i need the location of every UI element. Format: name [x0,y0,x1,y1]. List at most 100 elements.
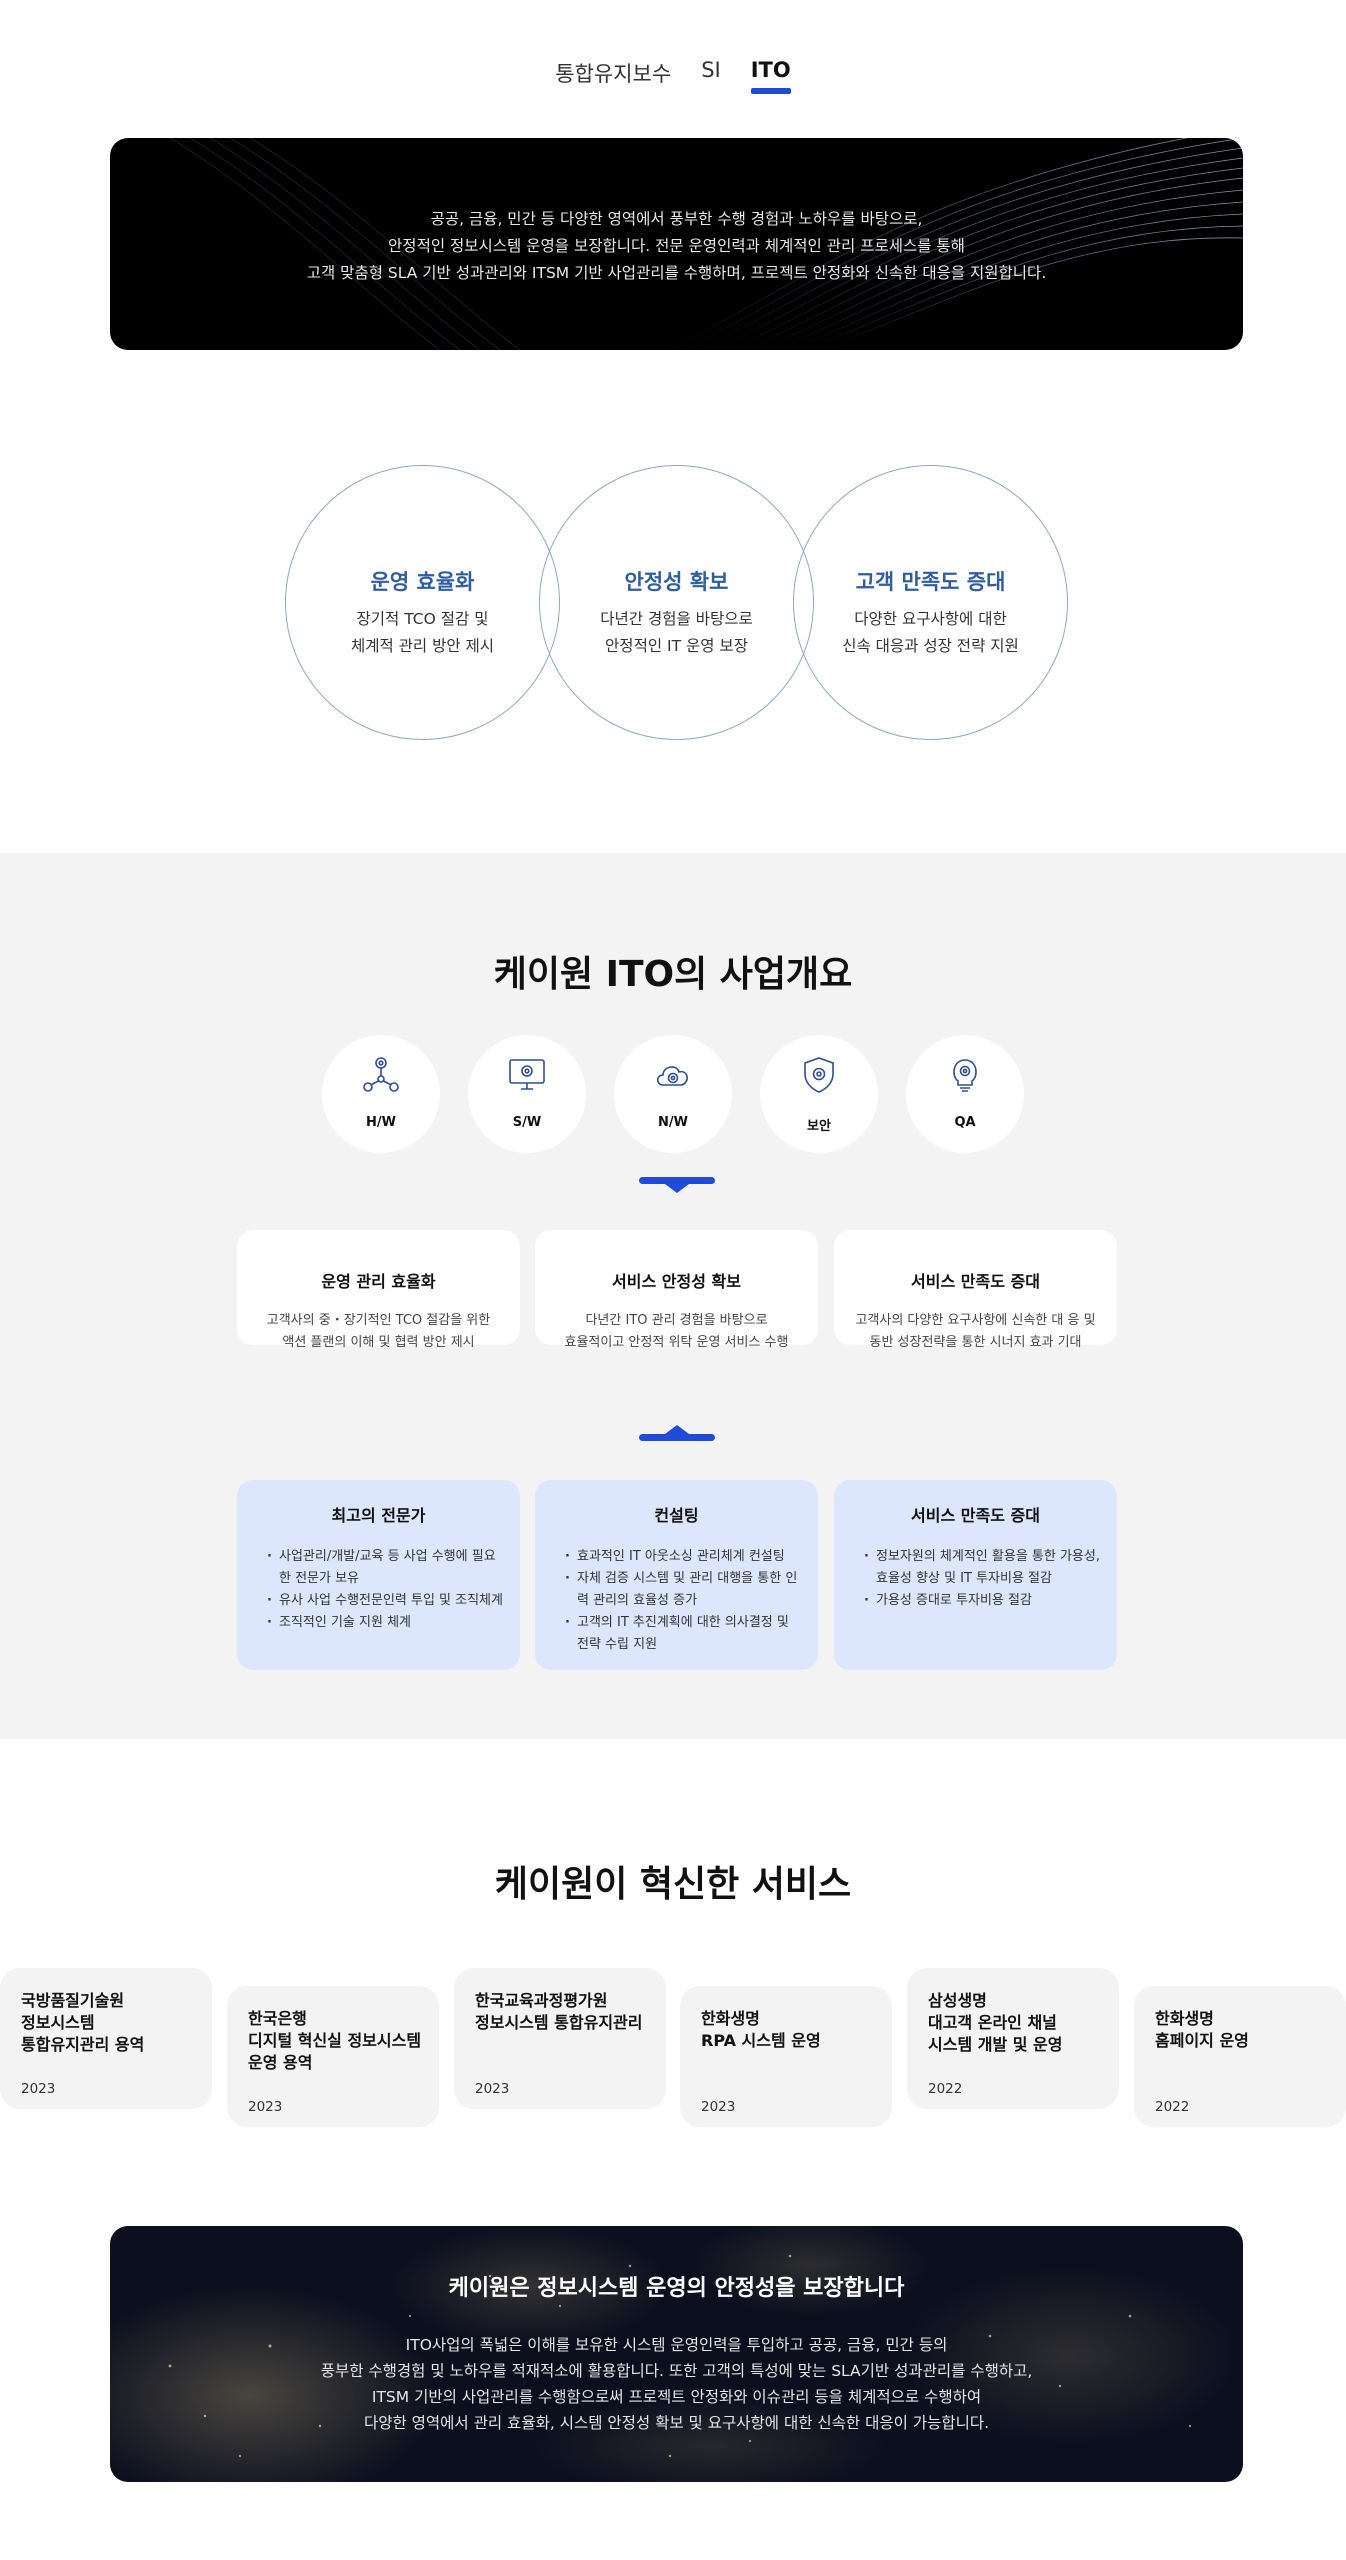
service-name: 한국은행 디지털 혁신실 정보시스템 운영 용역 [248,2009,422,2072]
banner-description: ITO사업의 폭넓은 이해를 보유한 시스템 운영인력을 투입하고 공공, 금융… [110,2332,1243,2436]
service-year: 2023 [248,2099,283,2115]
detail-item: 사업관리/개발/교육 등 사업 수행에 필요한 전문가 보유 [267,1546,520,1590]
banner-title: 케이원은 정보시스템 운영의 안정성을 보장합니다 [448,2276,905,2301]
banner-line: ITO사업의 폭넓은 이해를 보유한 시스템 운영인력을 투입하고 공공, 금융… [405,2336,948,2354]
detail-list: 사업관리/개발/교육 등 사업 수행에 필요한 전문가 보유 유사 사업 수행전… [237,1546,520,1634]
circle-title: 운영 효율화 [370,570,475,594]
value-circles: 운영 효율화 장기적 TCO 절감 및 체계적 관리 방안 제시 안정성 확보 … [0,465,1346,740]
detail-item: 고객의 IT 추진계획에 대한 의사결정 및 전략 수립 지원 [565,1612,818,1656]
chevron-up-icon [639,1425,715,1441]
service-year: 2023 [475,2081,510,2097]
category-label: QA [954,1115,976,1130]
lightbulb-gear-icon [953,1059,977,1092]
service-card[interactable]: 한화생명 RPA 시스템 운영 2023 [680,1986,892,2127]
circle-line: 안정적인 IT 운영 보장 [605,637,748,655]
services-title: 케이원이 혁신한 서비스 [494,1864,852,1905]
card-line: 고객사의 다양한 요구사항에 신속한 대 응 및 [855,1313,1096,1328]
service-year: 2022 [1155,2099,1190,2115]
overview-cards: 운영 관리 효율화 고객사의 중・장기적인 TCO 절감을 위한 액션 플랜의 … [237,1230,1117,1350]
detail-item: 효과적인 IT 아웃소싱 관리체계 컨설팅 [565,1546,818,1568]
tab-ito[interactable]: ITO [750,58,791,94]
detail-card-consulting: 컨설팅 효과적인 IT 아웃소싱 관리체계 컨설팅 자체 검증 시스템 및 관리… [535,1480,818,1670]
banner-line: 풍부한 수행경험 및 노하우를 적재적소에 활용합니다. 또한 고객의 특성에 … [320,2362,1033,2380]
hero-line: 공공, 금융, 민간 등 다양한 영역에서 풍부한 수행 경험과 노하우를 바탕… [430,210,923,228]
detail-cards: 최고의 전문가 사업관리/개발/교육 등 사업 수행에 필요한 전문가 보유 유… [237,1480,1117,1670]
circle-line: 다양한 요구사항에 대한 [854,610,1007,628]
card-title: 서비스 안정성 확보 [612,1272,741,1291]
night-map-graphic [110,2226,1240,2482]
detail-card-title: 서비스 만족도 증대 [911,1506,1040,1525]
circle-customer-satisfaction: 고객 만족도 증대 다양한 요구사항에 대한 신속 대응과 성장 전략 지원 [793,465,1068,740]
category-hw: H/W [322,1035,440,1153]
monitor-gear-icon [509,1059,545,1090]
circle-line: 체계적 관리 방안 제시 [350,637,495,655]
chevron-down-icon [639,1177,715,1193]
card-service-stability: 서비스 안정성 확보 다년간 ITO 관리 경험을 바탕으로 효율적이고 안정적… [535,1230,818,1350]
detail-card-title: 컨설팅 [654,1506,699,1525]
service-card[interactable]: 삼성생명 대고객 온라인 채널 시스템 개발 및 운영 2022 [907,1968,1119,2109]
card-service-satisfaction: 서비스 만족도 증대 고객사의 다양한 요구사항에 신속한 대 응 및 동반 성… [834,1230,1117,1350]
cloud-gear-icon [656,1066,688,1086]
card-line: 다년간 ITO 관리 경험을 바탕으로 [585,1313,768,1328]
card-description: 고객사의 중・장기적인 TCO 절감을 위한 액션 플랜의 이해 및 협력 방안… [237,1310,520,1354]
service-name: 한국교육과정평가원 정보시스템 통합유지관리 [475,1991,643,2032]
detail-card-experts: 최고의 전문가 사업관리/개발/교육 등 사업 수행에 필요한 전문가 보유 유… [237,1480,520,1670]
hero-line: 안정적인 정보시스템 운영을 보장합니다. 전문 운영인력과 체계적인 관리 프… [388,237,965,255]
card-line: 고객사의 중・장기적인 TCO 절감을 위한 [266,1313,491,1328]
category-label: S/W [512,1115,542,1130]
service-year: 2023 [701,2099,736,2115]
detail-list: 효과적인 IT 아웃소싱 관리체계 컨설팅 자체 검증 시스템 및 관리 대행을… [535,1546,818,1656]
tab-bar: 통합유지보수 SI ITO [0,58,1346,94]
detail-item: 가용성 증대로 투자비용 절감 [864,1590,1117,1612]
detail-item: 유사 사업 수행전문인력 투입 및 조직체계 [267,1590,520,1612]
hero-line: 고객 맞춤형 SLA 기반 성과관리와 ITSM 기반 사업관리를 수행하며, … [306,264,1047,282]
shield-gear-icon [804,1057,834,1093]
category-nw: N/W [614,1035,732,1153]
detail-item: 조직적인 기술 지원 체계 [267,1612,520,1634]
service-name: 한화생명 홈페이지 운영 [1155,2009,1249,2050]
card-operation-efficiency: 운영 관리 효율화 고객사의 중・장기적인 TCO 절감을 위한 액션 플랜의 … [237,1230,520,1350]
service-card[interactable]: 한국교육과정평가원 정보시스템 통합유지관리 2023 [454,1968,666,2109]
card-line: 동반 성장전략을 통한 시너지 효과 기대 [869,1335,1082,1350]
card-line: 액션 플랜의 이해 및 협력 방안 제시 [282,1335,475,1350]
category-qa: QA [906,1035,1024,1153]
circle-title: 고객 만족도 증대 [855,570,1006,594]
service-name: 국방품질기술원 정보시스템 통합유지관리 용역 [21,1991,145,2054]
card-title: 서비스 만족도 증대 [911,1272,1040,1291]
circle-line: 신속 대응과 성장 전략 지원 [842,637,1019,655]
hero-wave-graphic [169,138,1243,350]
card-line: 효율적이고 안정적 위탁 운영 서비스 수행 [564,1335,789,1350]
card-title: 운영 관리 효율화 [321,1272,436,1291]
detail-list: 정보자원의 체계적인 활용을 통한 가용성, 효율성 향상 및 IT 투자비용 … [834,1546,1117,1612]
tab-si[interactable]: SI [701,58,721,82]
service-card[interactable]: 한화생명 홈페이지 운영 2022 [1134,1986,1346,2127]
circle-line: 장기적 TCO 절감 및 [356,610,489,628]
service-card[interactable]: 한국은행 디지털 혁신실 정보시스템 운영 용역 2023 [227,1986,439,2127]
category-icons: H/W S/W N/W 보안 [322,1035,1024,1153]
category-label: H/W [366,1115,396,1130]
circle-description: 장기적 TCO 절감 및 체계적 관리 방안 제시 [286,606,559,660]
detail-card-title: 최고의 전문가 [331,1506,426,1525]
stability-banner: 케이원은 정보시스템 운영의 안정성을 보장합니다 ITO사업의 폭넓은 이해를… [110,2226,1243,2482]
banner-line: ITSM 기반의 사업관리를 수행함으로써 프로젝트 안정화와 이슈관리 등을 … [371,2388,982,2406]
detail-item: 자체 검증 시스템 및 관리 대행을 통한 인력 관리의 효율성 증가 [565,1568,818,1612]
circle-stability: 안정성 확보 다년간 경험을 바탕으로 안정적인 IT 운영 보장 [539,465,814,740]
category-label: 보안 [807,1119,831,1134]
service-year: 2023 [21,2081,56,2097]
tab-maintenance[interactable]: 통합유지보수 [555,62,672,86]
circle-description: 다년간 경험을 바탕으로 안정적인 IT 운영 보장 [540,606,813,660]
category-security: 보안 [760,1035,878,1153]
service-card[interactable]: 국방품질기술원 정보시스템 통합유지관리 용역 2023 [0,1968,212,2109]
banner-line: 다양한 영역에서 관리 효율화, 시스템 안정성 확보 및 요구사항에 대한 신… [363,2414,990,2432]
category-label: N/W [658,1115,688,1130]
service-name: 한화생명 RPA 시스템 운영 [701,2009,821,2050]
detail-card-satisfaction: 서비스 만족도 증대 정보자원의 체계적인 활용을 통한 가용성, 효율성 향상… [834,1480,1117,1670]
business-overview-section: 케이원 ITO의 사업개요 H/W S/W N/W [0,853,1346,1739]
network-nodes-gear-icon [363,1057,399,1092]
overview-title: 케이원 ITO의 사업개요 [493,954,853,995]
circle-title: 안정성 확보 [624,570,729,594]
detail-item: 정보자원의 체계적인 활용을 통한 가용성, 효율성 향상 및 IT 투자비용 … [864,1546,1117,1590]
category-sw: S/W [468,1035,586,1153]
card-description: 고객사의 다양한 요구사항에 신속한 대 응 및 동반 성장전략을 통한 시너지… [834,1310,1117,1354]
circle-operation-efficiency: 운영 효율화 장기적 TCO 절감 및 체계적 관리 방안 제시 [285,465,560,740]
